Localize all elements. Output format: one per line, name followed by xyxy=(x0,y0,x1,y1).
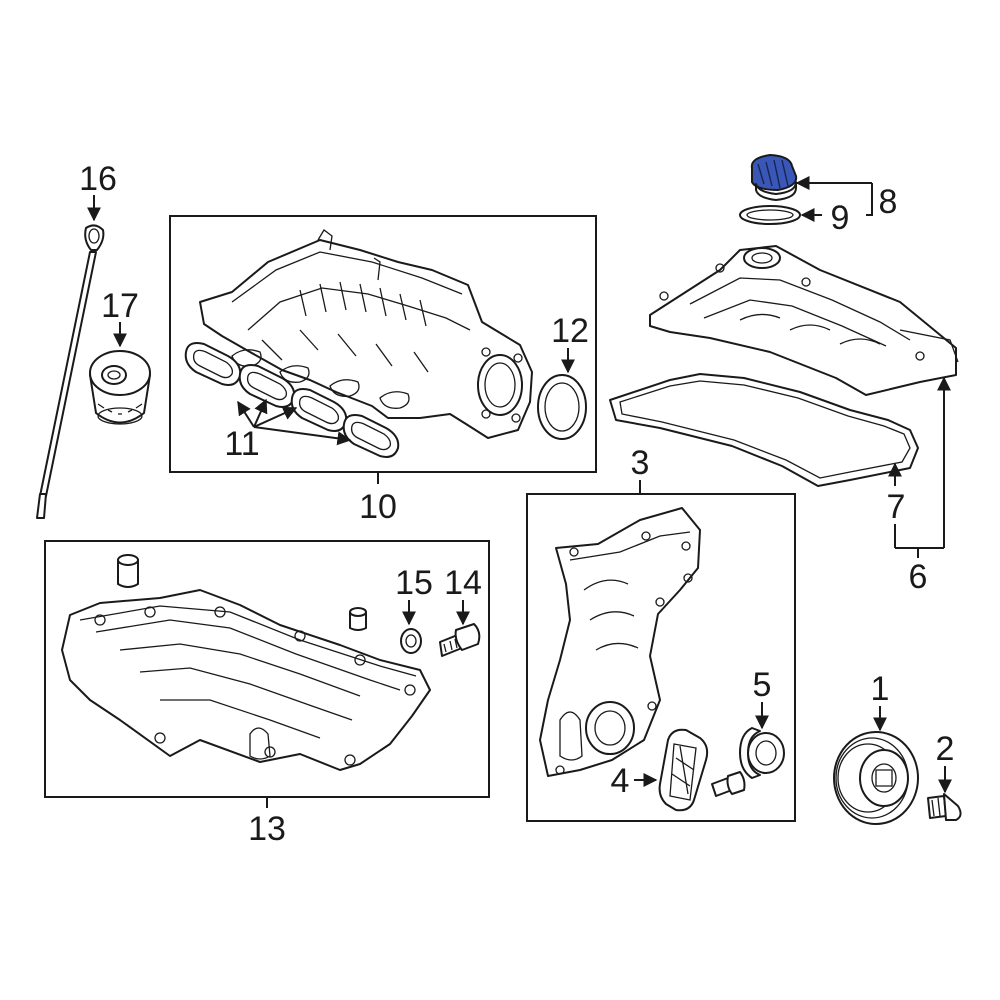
pulley-bolt-part[interactable] xyxy=(927,793,962,821)
oil-filter-part[interactable] xyxy=(89,350,151,425)
oil-cap-seal-part[interactable] xyxy=(739,205,801,225)
callout-17: 17 xyxy=(101,287,139,325)
callout-14: 14 xyxy=(444,564,482,602)
callout-15: 15 xyxy=(395,564,433,602)
timing-cover-part[interactable] xyxy=(539,507,701,777)
callout-4: 4 xyxy=(611,762,630,800)
callout-8: 8 xyxy=(879,183,898,221)
leader-11c xyxy=(253,406,298,428)
callout-11: 11 xyxy=(224,425,259,463)
callout-2: 2 xyxy=(936,730,955,768)
crankshaft-pulley-part[interactable] xyxy=(833,731,919,825)
timing-cover-plate-part[interactable] xyxy=(658,728,709,812)
intake-manifold-group-frame xyxy=(169,215,597,473)
callout-10: 10 xyxy=(359,488,397,526)
drain-plug-part[interactable] xyxy=(439,623,481,657)
oil-pan-dowel-large xyxy=(117,554,139,588)
oil-filler-cap-part[interactable] xyxy=(750,153,798,201)
throttle-body-seal-part[interactable] xyxy=(537,374,587,440)
callout-3: 3 xyxy=(631,444,650,482)
leader-11d xyxy=(253,426,352,446)
timing-cover-group-frame xyxy=(526,493,796,822)
timing-cover-bolt xyxy=(711,771,746,797)
leader-11b xyxy=(253,398,268,428)
callout-9: 9 xyxy=(831,199,850,237)
callout-7: 7 xyxy=(887,488,906,526)
callout-12: 12 xyxy=(551,312,589,350)
intake-manifold-part[interactable] xyxy=(199,229,533,439)
crankshaft-seal-part[interactable] xyxy=(739,727,785,779)
valve-cover-part[interactable] xyxy=(649,245,959,396)
leader-8-bracket xyxy=(866,183,873,216)
valve-cover-gasket-part[interactable] xyxy=(609,373,919,487)
callout-5: 5 xyxy=(753,666,772,704)
drain-plug-gasket-part[interactable] xyxy=(400,628,422,654)
oil-pan-part[interactable] xyxy=(61,589,431,771)
oil-pan-dowel-small xyxy=(349,607,367,631)
callout-1: 1 xyxy=(871,670,890,708)
callout-16: 16 xyxy=(79,160,117,198)
callout-6: 6 xyxy=(909,558,928,596)
callout-13: 13 xyxy=(248,810,286,848)
dipstick-part[interactable] xyxy=(36,224,105,519)
leader-11a xyxy=(237,400,255,428)
